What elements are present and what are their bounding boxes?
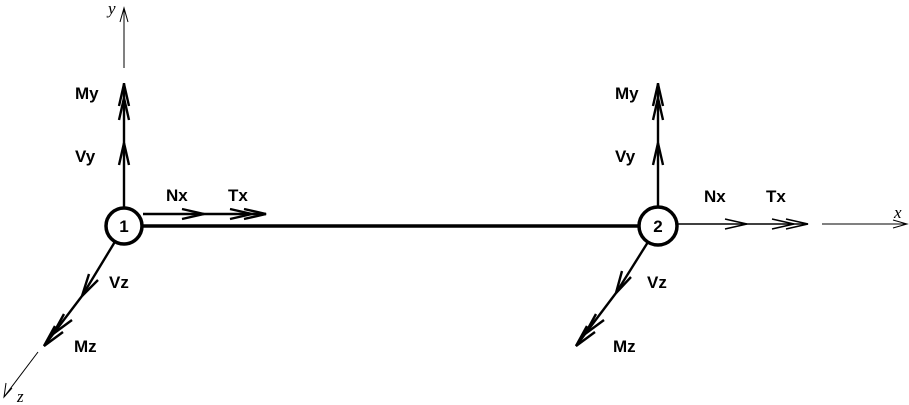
node-1-mz-label: Mz	[74, 337, 97, 356]
x-axis-label: x	[893, 203, 902, 222]
node-2-mz-double-arrow	[574, 292, 617, 347]
y-axis-label: y	[106, 0, 116, 18]
node-2-label: 2	[653, 217, 662, 236]
node-2-vz-arrow	[614, 241, 650, 294]
node-2-nx-label: Nx	[704, 187, 726, 206]
node-1-nx-label: Nx	[166, 186, 188, 205]
node-2-nx-arrow	[677, 218, 748, 230]
z-axis	[3, 351, 39, 399]
node-2-my-label: My	[615, 84, 639, 103]
node-1-vy-arrow	[117, 142, 131, 207]
x-axis	[822, 219, 909, 229]
y-axis	[119, 6, 129, 68]
node-1-tx-label: Tx	[228, 186, 248, 205]
node-1-vy-label: Vy	[75, 147, 96, 166]
node-1-label: 1	[119, 217, 128, 236]
node-1-circle	[104, 206, 144, 246]
node-2-tx-double-arrow	[747, 218, 809, 230]
z-axis-label: z	[16, 387, 24, 405]
node-1-vz-label: Vz	[109, 273, 129, 292]
node-2-tx-label: Tx	[766, 187, 786, 206]
node-1-tx-double-arrow	[204, 207, 267, 221]
node-2-mz-label: Mz	[613, 337, 636, 356]
node-2-vy-arrow	[651, 142, 665, 207]
node-2-vz-label: Vz	[647, 273, 667, 292]
node-1-nx-arrow	[143, 207, 205, 221]
node-1-my-label: My	[75, 84, 99, 103]
node-1-my-double-arrow	[117, 83, 131, 143]
node-1-mz-double-arrow	[42, 295, 83, 347]
node-2-my-double-arrow	[651, 83, 665, 143]
node-2-circle	[637, 205, 679, 247]
node-2-vy-label: Vy	[615, 147, 636, 166]
